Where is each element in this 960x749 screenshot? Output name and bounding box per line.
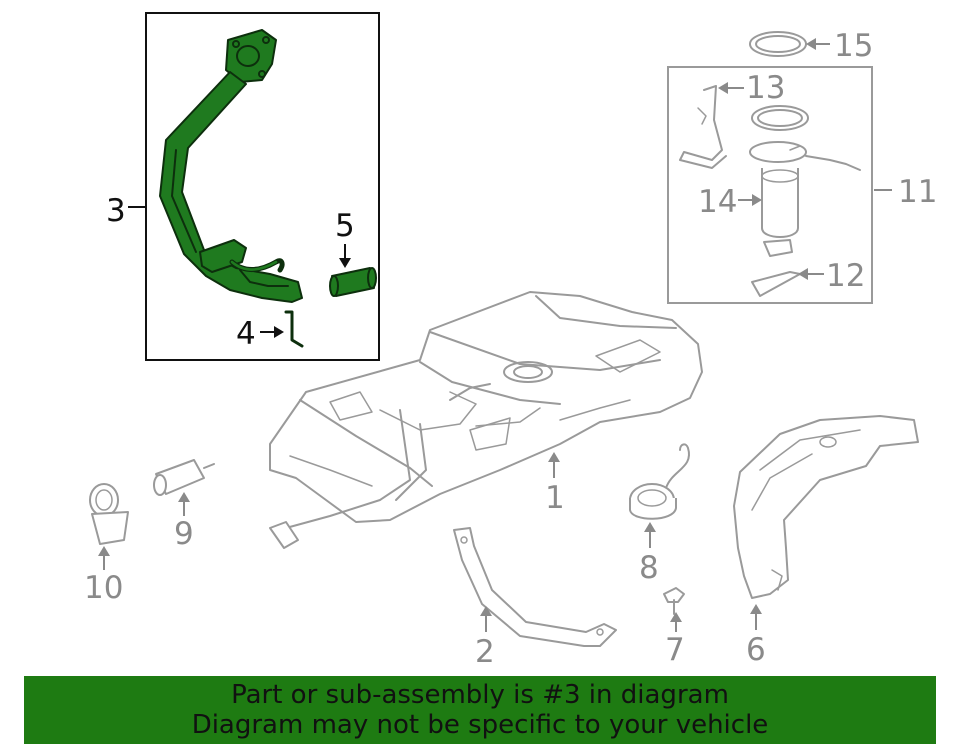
callout-12: 12 [826, 258, 865, 294]
part-9-fuel-filter[interactable] [153, 459, 215, 496]
part-11-frame [667, 66, 873, 304]
banner-line-1: Part or sub-assembly is #3 in diagram [231, 680, 729, 710]
part-2-tank-strap[interactable] [453, 527, 617, 647]
part-4-bracket[interactable] [284, 310, 304, 348]
callout-7: 7 [665, 632, 685, 668]
callout-13: 13 [746, 70, 785, 106]
part-3-frame [145, 12, 380, 361]
callout-6: 6 [746, 632, 766, 668]
callout-4: 4 [236, 316, 256, 352]
part-11-pump-module-group[interactable] [667, 66, 873, 304]
part-15-seal-ring[interactable] [749, 31, 807, 57]
part-8-sender-cap[interactable] [629, 443, 691, 520]
part-6-heat-shield[interactable] [733, 415, 919, 599]
part-1-fuel-tank[interactable] [269, 291, 703, 549]
callout-9: 9 [174, 516, 194, 552]
callout-3: 3 [106, 193, 126, 229]
part-3-highlight-group[interactable] [145, 12, 380, 361]
callout-5: 5 [335, 208, 355, 244]
part-7-bolt[interactable] [663, 587, 685, 615]
callout-15: 15 [834, 28, 873, 64]
callout-10: 10 [84, 570, 123, 606]
callout-1: 1 [545, 480, 565, 516]
part-10-filter-clamp[interactable] [89, 483, 129, 545]
callout-2: 2 [475, 634, 495, 670]
filler-pipe [159, 71, 303, 303]
callout-11: 11 [898, 174, 937, 210]
callout-8: 8 [639, 550, 659, 586]
banner-line-2: Diagram may not be specific to your vehi… [191, 710, 769, 740]
callout-14: 14 [698, 184, 737, 220]
info-banner: Part or sub-assembly is #3 in diagram Di… [24, 676, 936, 744]
part-5-grommet[interactable] [329, 267, 377, 297]
